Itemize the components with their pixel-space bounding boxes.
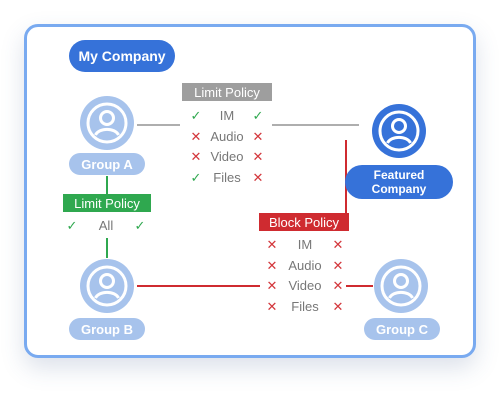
limit-policy-top-row: IM ✓ ✓ [184, 106, 270, 126]
block-policy-row-label: IM [297, 237, 313, 252]
group-b-label: Group B [69, 318, 145, 340]
block-policy-row: Audio ✕ ✕ [261, 256, 349, 276]
group-a-text: Group A [81, 156, 133, 172]
block-policy-row: IM ✕ ✕ [261, 235, 349, 255]
cross-icon: ✕ [266, 298, 278, 314]
check-icon: ✓ [66, 218, 78, 233]
limit-policy-side-title: Limit Policy [63, 194, 151, 212]
group-a-user-icon [80, 96, 134, 150]
check-icon: ✓ [252, 108, 264, 123]
featured-company-text-line1: Featured [373, 168, 425, 182]
cross-icon: ✕ [266, 257, 278, 273]
cross-icon: ✕ [252, 149, 264, 164]
block-policy-title: Block Policy [259, 213, 349, 231]
limit-policy-top-row-label: Audio [210, 128, 244, 144]
cross-icon: ✕ [332, 298, 344, 314]
check-icon: ✓ [134, 218, 146, 233]
check-icon: ✓ [190, 108, 202, 123]
cross-icon: ✕ [266, 278, 278, 293]
cross-icon: ✕ [332, 257, 344, 273]
group-c-label: Group C [364, 318, 440, 340]
block-policy-title-text: Block Policy [268, 214, 340, 230]
featured-company-text-line2: Company [371, 182, 427, 196]
limit-policy-top-row-label: IM [219, 108, 235, 123]
my-company-label: My Company [69, 40, 175, 72]
cross-icon: ✕ [252, 128, 264, 144]
limit-policy-top-row: Audio ✕ ✕ [184, 127, 270, 147]
cross-icon: ✕ [332, 237, 344, 252]
block-policy-row: Files ✕ ✕ [261, 297, 349, 317]
cross-icon: ✕ [332, 278, 344, 293]
my-company-text: My Company [78, 48, 166, 64]
check-icon: ✓ [190, 169, 202, 185]
group-c-text: Group C [376, 321, 428, 337]
limit-policy-top-title: Limit Policy [182, 83, 272, 101]
limit-policy-top-title-text: Limit Policy [194, 84, 260, 100]
limit-policy-top-row-label: Video [210, 149, 244, 164]
cross-icon: ✕ [252, 169, 264, 185]
limit-policy-side-row: All ✓ ✓ [60, 216, 152, 236]
limit-policy-top-row: Files ✓ ✕ [184, 168, 270, 188]
limit-policy-top-row: Video ✕ ✕ [184, 147, 270, 167]
featured-company-label: Featured Company [345, 165, 453, 199]
cross-icon: ✕ [190, 149, 202, 164]
group-c-user-icon [374, 259, 428, 313]
cross-icon: ✕ [190, 128, 202, 144]
block-policy-row: Video ✕ ✕ [261, 276, 349, 296]
cross-icon: ✕ [266, 237, 278, 252]
limit-policy-top-row-label: Files [213, 169, 241, 185]
group-a-label: Group A [69, 153, 145, 175]
limit-policy-side-row-label: All [98, 218, 114, 233]
group-b-user-icon [80, 259, 134, 313]
block-policy-row-label: Audio [288, 257, 322, 273]
block-policy-row-label: Files [291, 298, 319, 314]
featured-company-user-icon [372, 104, 426, 158]
limit-policy-side-title-text: Limit Policy [74, 195, 140, 211]
group-b-text: Group B [81, 321, 133, 337]
block-policy-row-label: Video [288, 278, 322, 293]
